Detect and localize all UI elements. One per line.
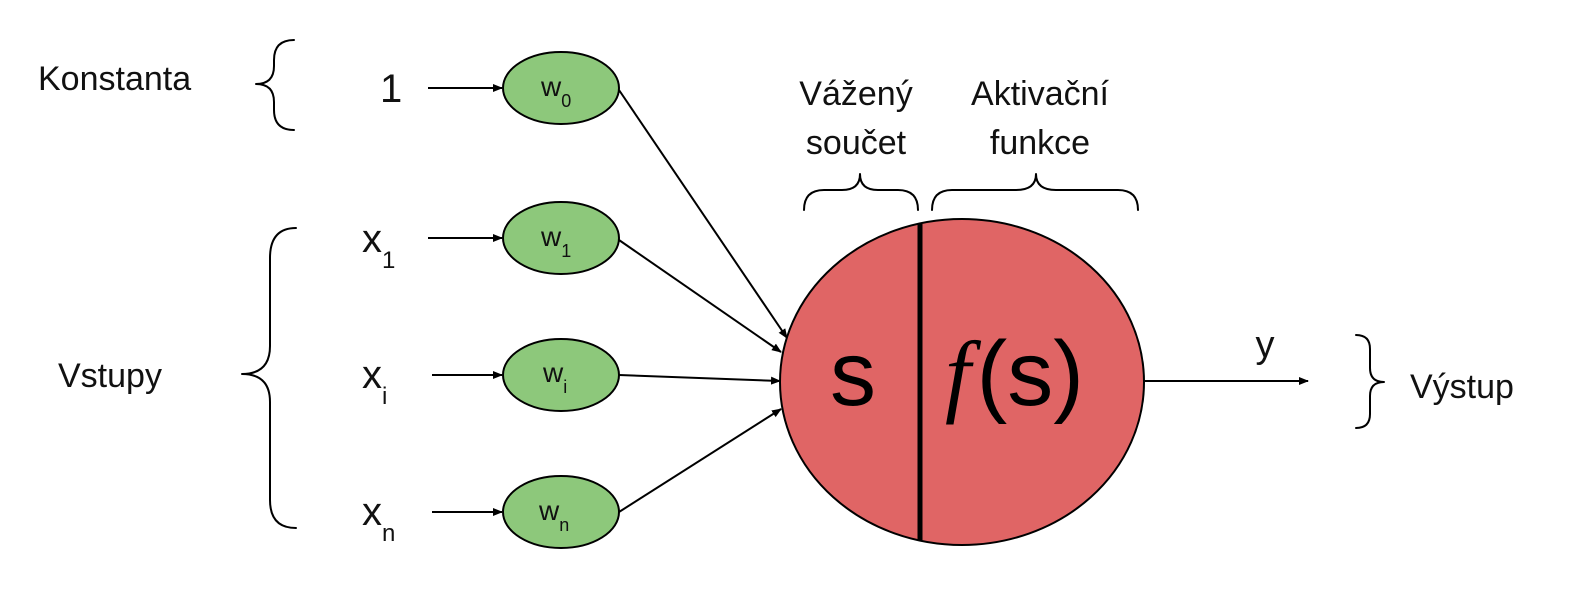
input-subscript: i (382, 383, 387, 410)
input-base: x (362, 490, 382, 534)
weight-subscript: i (563, 377, 567, 397)
weight-node (502, 51, 620, 125)
weight-base: w (540, 221, 562, 252)
weight-base: w (540, 71, 562, 102)
aktivacni-funkce-brace (931, 173, 1139, 211)
weight-node (502, 201, 620, 275)
input-subscript: n (382, 520, 395, 547)
arrow-w0-to-neuron (618, 89, 788, 339)
svg-text:wi: wi (542, 357, 567, 397)
vazeny-soucet-line2: součet (806, 124, 907, 162)
vstupy-brace (241, 227, 297, 529)
input-x1: x1 (362, 217, 395, 274)
vystup-label: Výstup (1410, 368, 1514, 406)
vystup-brace (1355, 334, 1385, 429)
activation-arg: (s) (977, 323, 1084, 425)
arrow-wn-to-neuron (618, 408, 782, 513)
weight-wn: wn (502, 475, 620, 549)
output-symbol: y (1256, 324, 1275, 366)
konstanta-brace (255, 39, 295, 131)
aktivacni-funkce-line1: Aktivační (971, 75, 1109, 113)
weight-w0: w0 (502, 51, 620, 125)
activation-function-label: f(s) (945, 323, 1084, 425)
neuron: s f(s) (779, 218, 1145, 546)
weight-subscript: 0 (561, 91, 571, 111)
input-base: x (362, 217, 382, 261)
weight-base: w (538, 495, 560, 526)
arrow-w1-to-neuron (618, 239, 782, 353)
vstupy-label: Vstupy (58, 357, 162, 395)
arrow-wi-to-neuron (618, 374, 781, 385)
svg-text:xn: xn (362, 490, 395, 547)
svg-text:wn: wn (538, 495, 569, 535)
input-subscript: 1 (382, 247, 395, 274)
konstanta-label: Konstanta (38, 60, 191, 98)
weight-w1: w1 (502, 201, 620, 275)
weight-base: w (542, 357, 564, 388)
weighted-sum-symbol: s (830, 323, 876, 425)
vazeny-soucet-brace (803, 173, 919, 211)
weight-subscript: 1 (561, 241, 571, 261)
vazeny-soucet-line1: Vážený (799, 75, 912, 113)
weight-node (502, 475, 620, 549)
input-xn: xn (362, 490, 395, 547)
weight-wi: wi (502, 338, 620, 412)
weight-subscript: n (559, 515, 569, 535)
input-base: x (362, 353, 382, 397)
input-xi: xi (362, 353, 387, 410)
svg-text:xi: xi (362, 353, 387, 410)
aktivacni-funkce-line2: funkce (990, 124, 1090, 162)
svg-text:w1: w1 (540, 221, 571, 261)
svg-text:x1: x1 (362, 217, 395, 274)
svg-text:w0: w0 (540, 71, 571, 111)
constant-input: 1 (380, 67, 402, 111)
